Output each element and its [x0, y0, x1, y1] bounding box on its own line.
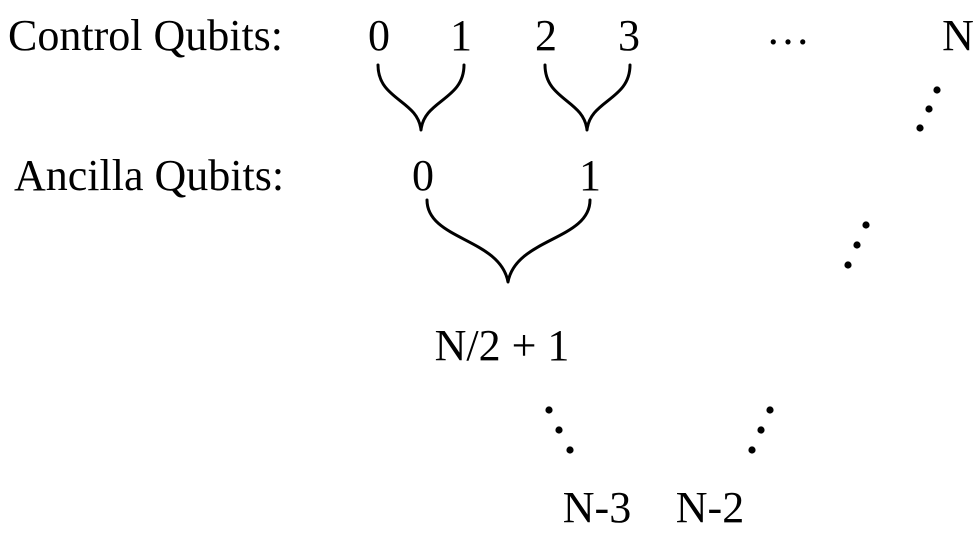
- control-qubits-label: Control Qubits:: [8, 11, 283, 60]
- control-ellipsis: …: [766, 5, 810, 54]
- control-qubit-2: 2: [535, 11, 557, 60]
- control-qubit-0: 0: [368, 11, 390, 60]
- ellipsis-dot: [566, 446, 574, 454]
- ellipsis-dot: [757, 426, 765, 434]
- final-node-n-3: N-3: [563, 483, 631, 532]
- diagonal-ellipsis-mid-right: [844, 221, 870, 269]
- ellipsis-dot: [748, 446, 756, 454]
- ancilla-qubit-0: 0: [412, 151, 434, 200]
- ellipsis-dot: [545, 406, 553, 414]
- diagonal-ellipsis-top-right: [916, 86, 941, 132]
- brace-ancilla-0-1: [425, 198, 592, 284]
- diagonal-ellipsis-bottom-right: [748, 406, 774, 454]
- ancilla-qubit-1: 1: [579, 151, 601, 200]
- control-qubit-1: 1: [450, 11, 472, 60]
- brace-control-0-1: [376, 63, 466, 132]
- ancilla-qubits-label: Ancilla Qubits:: [14, 151, 284, 200]
- ellipsis-dot: [555, 426, 563, 434]
- ellipsis-dot: [933, 86, 941, 94]
- control-qubit-n: N: [942, 11, 974, 60]
- ellipsis-dot: [853, 241, 861, 249]
- merged-node-label: N/2 + 1: [435, 321, 570, 370]
- diagonal-ellipsis-bottom-left: [545, 406, 574, 454]
- ellipsis-dot: [916, 124, 924, 132]
- ellipsis-dot: [766, 406, 774, 414]
- ellipsis-dot: [844, 261, 852, 269]
- ellipsis-dot: [862, 221, 870, 229]
- control-qubit-3: 3: [618, 11, 640, 60]
- ellipsis-dot: [925, 105, 933, 113]
- final-node-n-2: N-2: [676, 483, 744, 532]
- brace-control-2-3: [543, 63, 632, 132]
